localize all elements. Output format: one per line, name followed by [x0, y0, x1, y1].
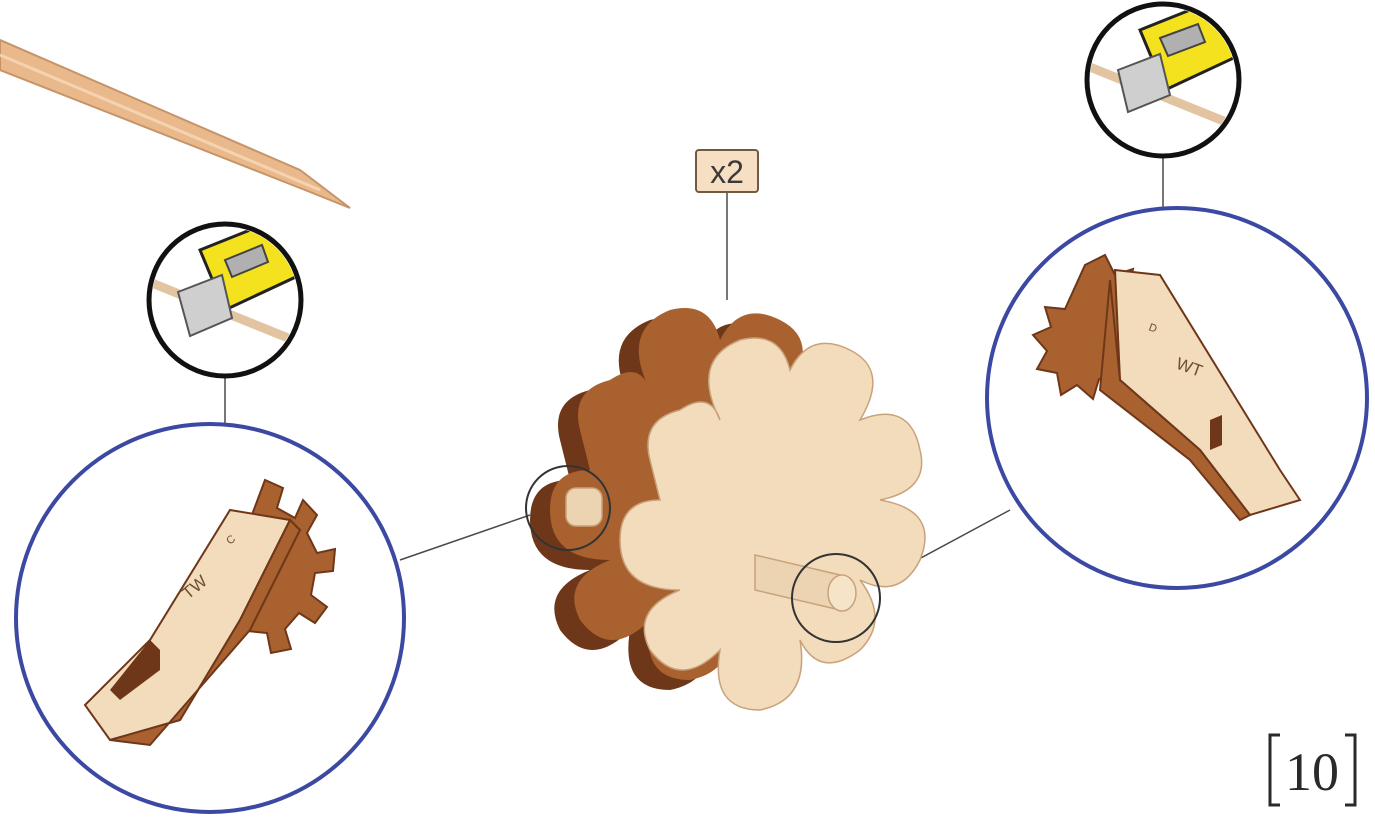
- right-cutter-detail: [1087, 0, 1250, 156]
- quantity-text: x2: [710, 154, 744, 190]
- skewer-stick-icon: [0, 40, 350, 208]
- right-gear-detail: WT D: [987, 208, 1367, 588]
- central-gear: [530, 308, 925, 710]
- quantity-label: x2: [696, 150, 758, 192]
- step-number: 10: [1270, 735, 1355, 805]
- step-number-text: 10: [1285, 742, 1339, 802]
- left-axle-dowel: [566, 488, 602, 526]
- left-gear-detail: TW C: [16, 424, 404, 812]
- left-cutter-detail: [149, 218, 301, 376]
